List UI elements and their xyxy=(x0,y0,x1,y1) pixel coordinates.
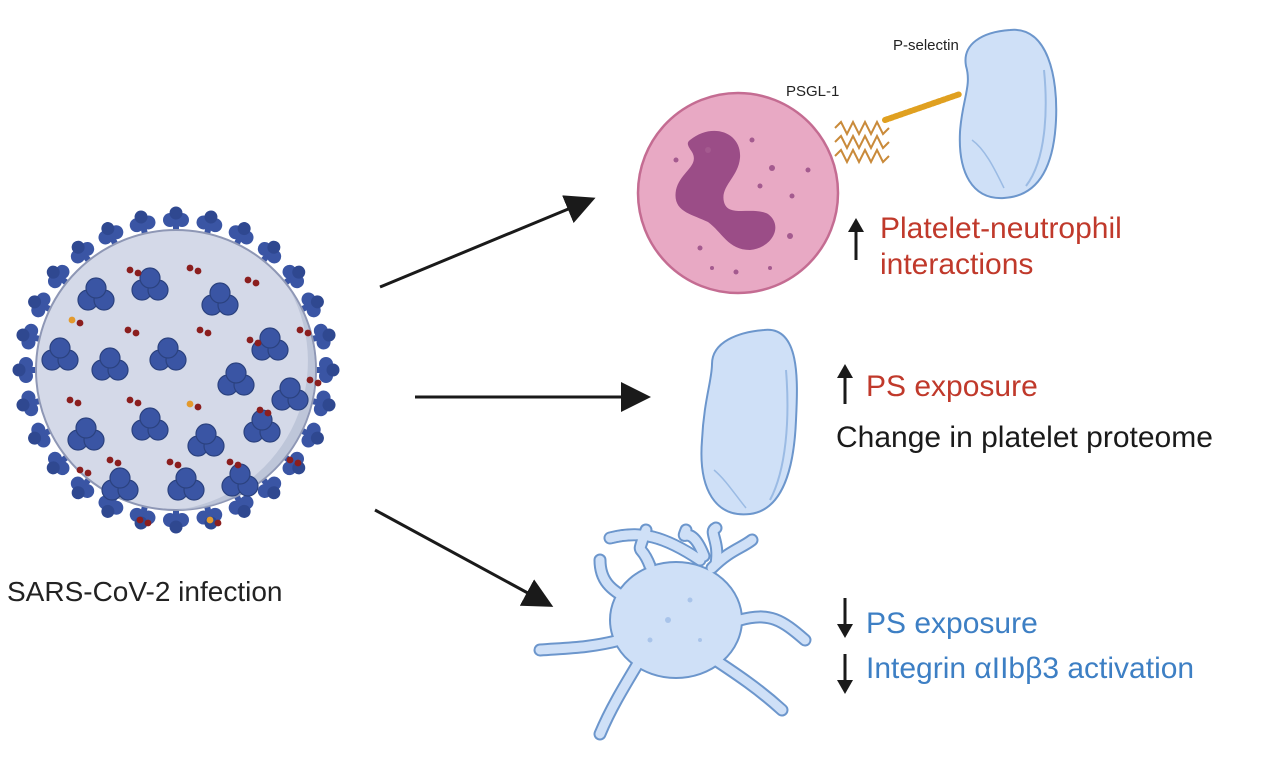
interactions-label-line2: interactions xyxy=(880,248,1034,281)
ps-exposure-decrease-label: PS exposure xyxy=(866,607,1038,640)
arrow-to-neutrophil xyxy=(379,195,596,289)
surface-protein-cluster xyxy=(149,337,187,371)
surface-protein-cluster xyxy=(131,407,169,441)
platelet-top-icon xyxy=(958,28,1058,200)
surface-protein-cluster xyxy=(77,277,115,311)
ps-exposure-increase-label: PS exposure xyxy=(866,370,1038,403)
surface-protein-cluster xyxy=(91,347,129,381)
integrin-activation-label: Integrin αIIbβ3 activation xyxy=(866,652,1195,685)
surface-protein-cluster xyxy=(217,362,255,396)
platelet-middle-icon xyxy=(700,328,798,516)
virus-rna-dots xyxy=(66,264,322,527)
surface-protein-cluster xyxy=(167,467,205,501)
neutrophil-icon xyxy=(636,91,840,295)
p-selectin-icon xyxy=(882,91,963,123)
surface-protein-cluster xyxy=(131,267,169,301)
virus-spike xyxy=(163,508,189,534)
increase-arrow-icon xyxy=(837,364,853,404)
virus-envelope-shadow xyxy=(176,290,316,510)
psgl1-label: PSGL-1 xyxy=(786,83,840,100)
surface-protein-cluster xyxy=(201,282,239,316)
psgl1-receptor-icon xyxy=(834,119,890,165)
neutrophil-nucleus xyxy=(675,130,776,250)
arrow-to-activated-platelet xyxy=(374,508,554,607)
surface-protein-cluster xyxy=(221,463,259,497)
surface-protein-cluster xyxy=(187,423,225,457)
increase-arrow-icon xyxy=(848,218,864,260)
p-selectin-label: P-selectin xyxy=(893,37,959,54)
surface-protein-cluster xyxy=(41,337,79,371)
sars-cov-2-virus-icon xyxy=(13,207,340,534)
proteome-change-label: Change in platelet proteome xyxy=(836,421,1213,454)
decrease-arrow-icon xyxy=(837,654,853,694)
activated-platelet-icon xyxy=(533,521,812,741)
surface-protein-cluster xyxy=(251,327,289,361)
surface-protein-cluster xyxy=(101,467,139,501)
virus-spike xyxy=(163,207,189,233)
surface-protein-cluster xyxy=(67,417,105,451)
interactions-label-line1: Platelet-neutrophil xyxy=(880,212,1122,245)
virus-spike xyxy=(314,357,340,383)
surface-protein-cluster xyxy=(271,377,309,411)
infection-label: SARS-CoV-2 infection xyxy=(7,576,283,607)
decrease-arrow-icon xyxy=(837,598,853,638)
virus-spike xyxy=(13,357,39,383)
virus-surface-proteins xyxy=(41,267,309,501)
